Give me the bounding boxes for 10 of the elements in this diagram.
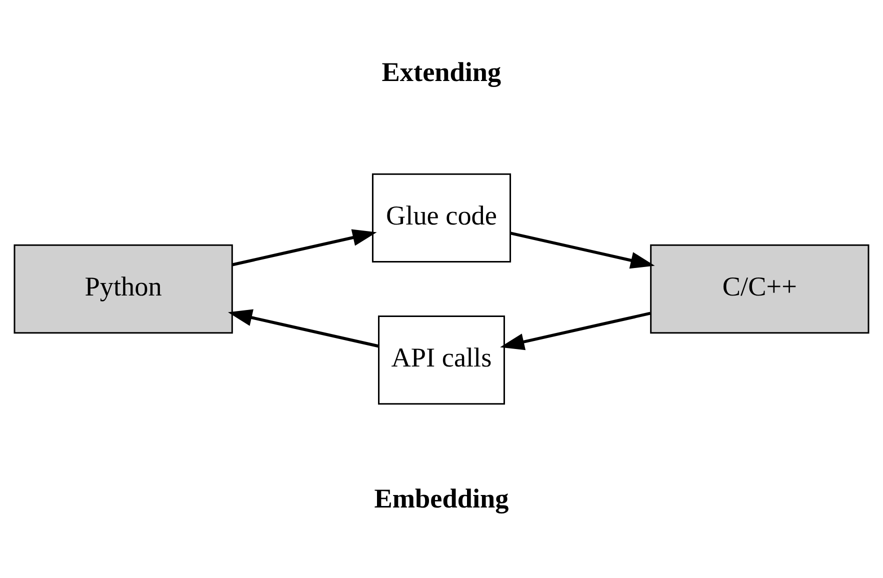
arrow	[500, 312, 651, 350]
node-box: C/C++	[650, 244, 870, 334]
arrow	[510, 232, 655, 269]
node-box: Glue code	[372, 173, 512, 263]
arrow	[232, 229, 377, 266]
node-box: Python	[14, 244, 233, 334]
arrow	[228, 309, 379, 348]
label: Extending	[382, 57, 502, 88]
node-box: API calls	[378, 315, 505, 405]
label: Embedding	[374, 483, 509, 514]
